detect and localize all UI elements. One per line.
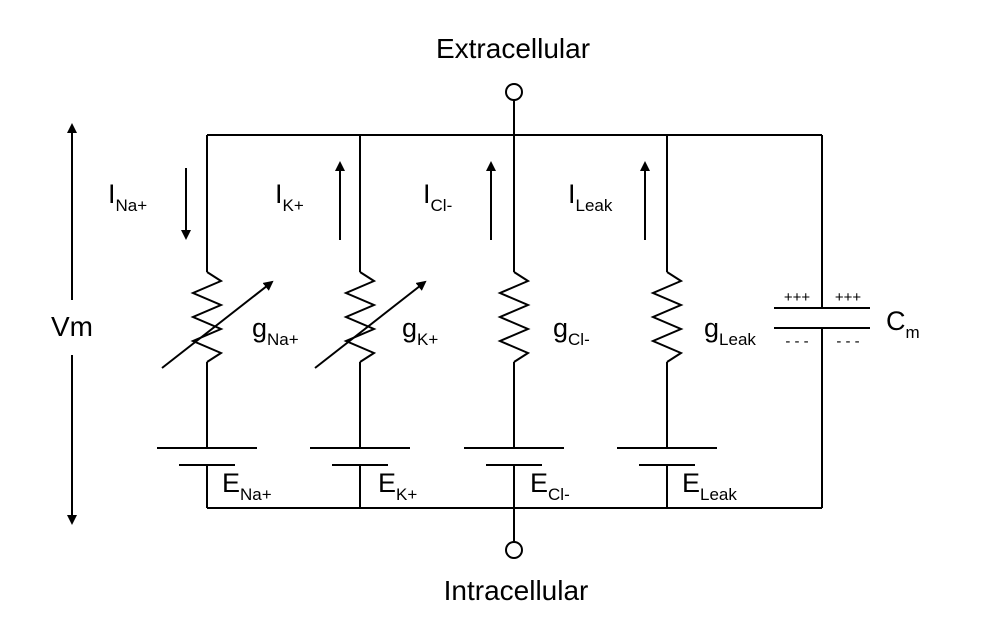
capacitor-plus-right: +++: [835, 289, 862, 306]
cl-reversal-label-main: E: [530, 468, 548, 498]
capacitance-main: C: [886, 306, 906, 336]
cl-conductance-label-subscript: Cl-: [568, 330, 590, 349]
extracellular-terminal: [505, 83, 523, 101]
leak-current-label-main: I: [568, 179, 576, 209]
cl-current-label-main: I: [423, 179, 431, 209]
na-current-label-subscript: Na+: [116, 196, 148, 215]
na-reversal-label: ENa+: [222, 468, 272, 504]
k-conductance-label: gK+: [402, 313, 438, 349]
intracellular-label: Intracellular: [444, 575, 589, 606]
leak-conductance-label: gLeak: [704, 313, 756, 349]
leak-current-label-subscript: Leak: [576, 196, 613, 215]
cl-conductance-label-main: g: [553, 313, 568, 343]
k-resistor: [343, 271, 377, 363]
branch-cl: ICl-gCl-ECl-: [423, 135, 590, 508]
k-current-label-main: I: [275, 179, 283, 209]
leak-current-label: ILeak: [568, 179, 613, 215]
na-conductance-label-subscript: Na+: [267, 330, 299, 349]
capacitance-subscript: m: [906, 323, 920, 342]
leak-conductance-label-subscript: Leak: [719, 330, 756, 349]
na-variable-arrow: [161, 280, 274, 369]
na-reversal-label-subscript: Na+: [240, 485, 272, 504]
k-current-label-subscript: K+: [283, 196, 304, 215]
capacitor-plus-left: +++: [784, 289, 811, 306]
intracellular-terminal: [505, 541, 523, 559]
k-reversal-label: EK+: [378, 468, 417, 504]
k-variable-arrow: [314, 280, 427, 369]
branch-group: INa+gNa+ENa+IK+gK+EK+ICl-gCl-ECl-ILeakgL…: [108, 135, 756, 508]
capacitor-minus-left: - - -: [785, 333, 808, 350]
extracellular-label: Extracellular: [436, 33, 590, 64]
leak-reversal-label-subscript: Leak: [700, 485, 737, 504]
k-conductance-label-main: g: [402, 313, 417, 343]
leak-reversal-label-main: E: [682, 468, 700, 498]
cl-reversal-label-subscript: Cl-: [548, 485, 570, 504]
k-reversal-label-subscript: K+: [396, 485, 417, 504]
cl-current-label-subscript: Cl-: [431, 196, 453, 215]
na-current-label: INa+: [108, 179, 147, 215]
cl-resistor: [497, 271, 531, 363]
branch-na: INa+gNa+ENa+: [108, 135, 299, 508]
capacitor-minus-right: - - -: [836, 333, 859, 350]
na-conductance-label-main: g: [252, 313, 267, 343]
na-resistor: [190, 271, 224, 363]
capacitance-label: Cm: [886, 306, 920, 342]
vm-label: Vm: [51, 311, 93, 342]
cl-conductance-label: gCl-: [553, 313, 590, 349]
leak-conductance-label-main: g: [704, 313, 719, 343]
capacitor-branch: +++ +++ - - - - - - Cm: [774, 135, 920, 508]
cl-reversal-label: ECl-: [530, 468, 570, 504]
leak-resistor: [650, 271, 684, 363]
k-reversal-label-main: E: [378, 468, 396, 498]
branch-k: IK+gK+EK+: [275, 135, 438, 508]
leak-reversal-label: ELeak: [682, 468, 737, 504]
na-reversal-label-main: E: [222, 468, 240, 498]
k-current-label: IK+: [275, 179, 304, 215]
na-conductance-label: gNa+: [252, 313, 299, 349]
cl-current-label: ICl-: [423, 179, 452, 215]
na-current-label-main: I: [108, 179, 116, 209]
k-conductance-label-subscript: K+: [417, 330, 438, 349]
